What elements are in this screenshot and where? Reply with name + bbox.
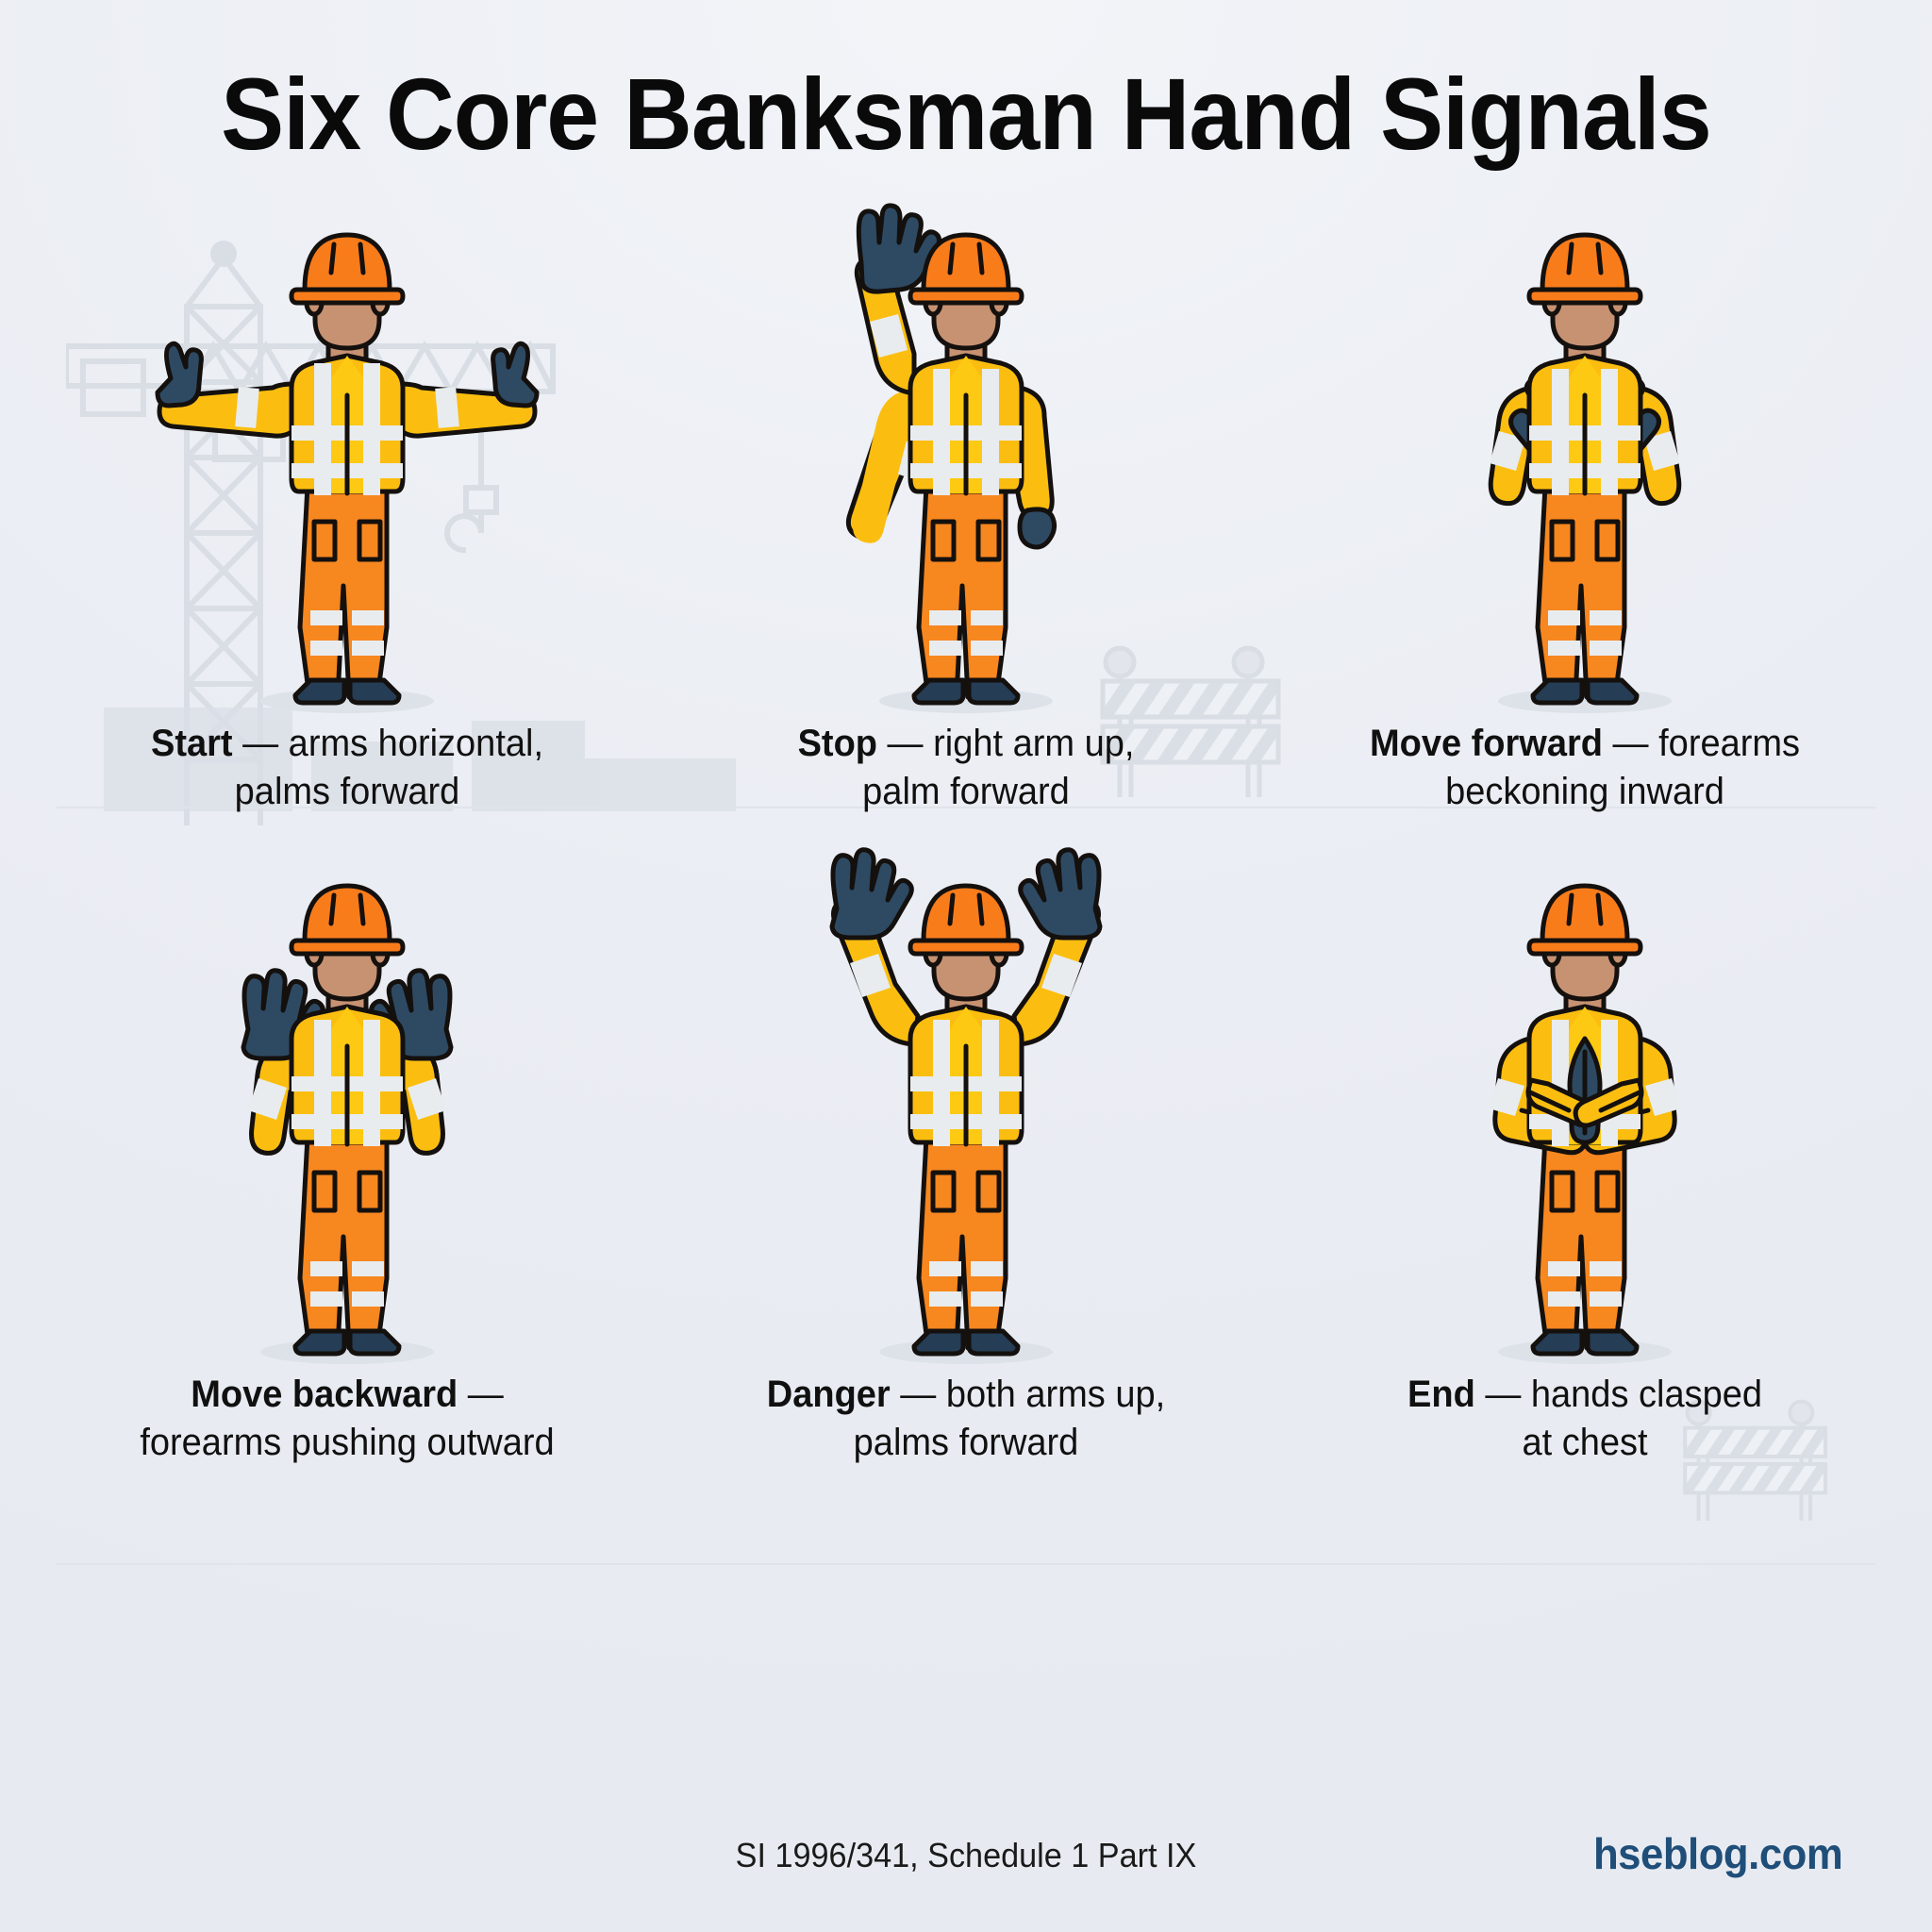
signals-grid: Start — arms horizontal, palms forward [38, 203, 1894, 1505]
caption-line2: palms forward [234, 771, 460, 813]
figure-move-backward [38, 854, 657, 1364]
caption-move-forward: Move forward — forearms beckoning inward [1302, 720, 1868, 816]
caption-start: Start — arms horizontal, palms forward [64, 720, 630, 816]
caption-end: End — hands clasped at chest [1302, 1371, 1868, 1467]
caption-dash: — [458, 1374, 504, 1415]
caption-line2: at chest [1522, 1422, 1648, 1464]
caption-dash: — [1603, 723, 1659, 764]
signal-card-danger: Danger — both arms up, palms forward [657, 847, 1275, 1505]
caption-line1: right arm up, [933, 723, 1135, 764]
signal-term: Move forward [1369, 723, 1603, 764]
caption-line1: forearms [1658, 723, 1801, 764]
signal-card-start: Start — arms horizontal, palms forward [38, 203, 657, 854]
ground-line-row2 [57, 1563, 1875, 1565]
signal-card-stop: Stop — right arm up, palm forward [657, 203, 1275, 854]
caption-dash: — [890, 1374, 946, 1415]
brand-watermark: hseblog.com [1592, 1829, 1843, 1878]
caption-line1: both arms up, [945, 1374, 1166, 1415]
footer: SI 1996/341, Schedule 1 Part IX hseblog.… [0, 1829, 1932, 1892]
figure-end [1275, 854, 1894, 1364]
page-title: Six Core Banksman Hand Signals [221, 57, 1712, 171]
caption-move-backward: Move backward — forearms pushing outward [64, 1371, 630, 1467]
caption-stop: Stop — right arm up, palm forward [683, 720, 1249, 816]
caption-line1: hands clasped [1530, 1374, 1762, 1415]
figure-move-forward [1275, 203, 1894, 713]
figure-start [38, 203, 657, 713]
signal-term: Danger [766, 1374, 891, 1415]
caption-dash: — [232, 723, 289, 764]
signal-term: End [1407, 1374, 1475, 1415]
legal-reference: SI 1996/341, Schedule 1 Part IX [735, 1836, 1197, 1874]
ground-line-row1 [57, 807, 1875, 808]
caption-dash: — [1474, 1374, 1531, 1415]
figure-stop [657, 203, 1275, 713]
signal-card-move-backward: Move backward — forearms pushing outward [38, 854, 657, 1505]
signal-term: Start [150, 723, 233, 764]
caption-line2: forearms pushing outward [140, 1422, 555, 1464]
caption-line2: palm forward [862, 771, 1070, 813]
figure-danger [657, 847, 1275, 1364]
caption-dash: — [876, 723, 934, 764]
caption-danger: Danger — both arms up, palms forward [683, 1371, 1249, 1467]
signal-card-end: End — hands clasped at chest [1275, 854, 1894, 1505]
caption-line2: beckoning inward [1445, 771, 1724, 813]
signal-term: Move backward [191, 1374, 458, 1415]
caption-line1: arms horizontal, [288, 723, 544, 764]
signal-term: Stop [797, 723, 877, 764]
caption-line2: palms forward [853, 1422, 1079, 1464]
signal-card-move-forward: Move forward — forearms beckoning inward [1275, 203, 1894, 854]
